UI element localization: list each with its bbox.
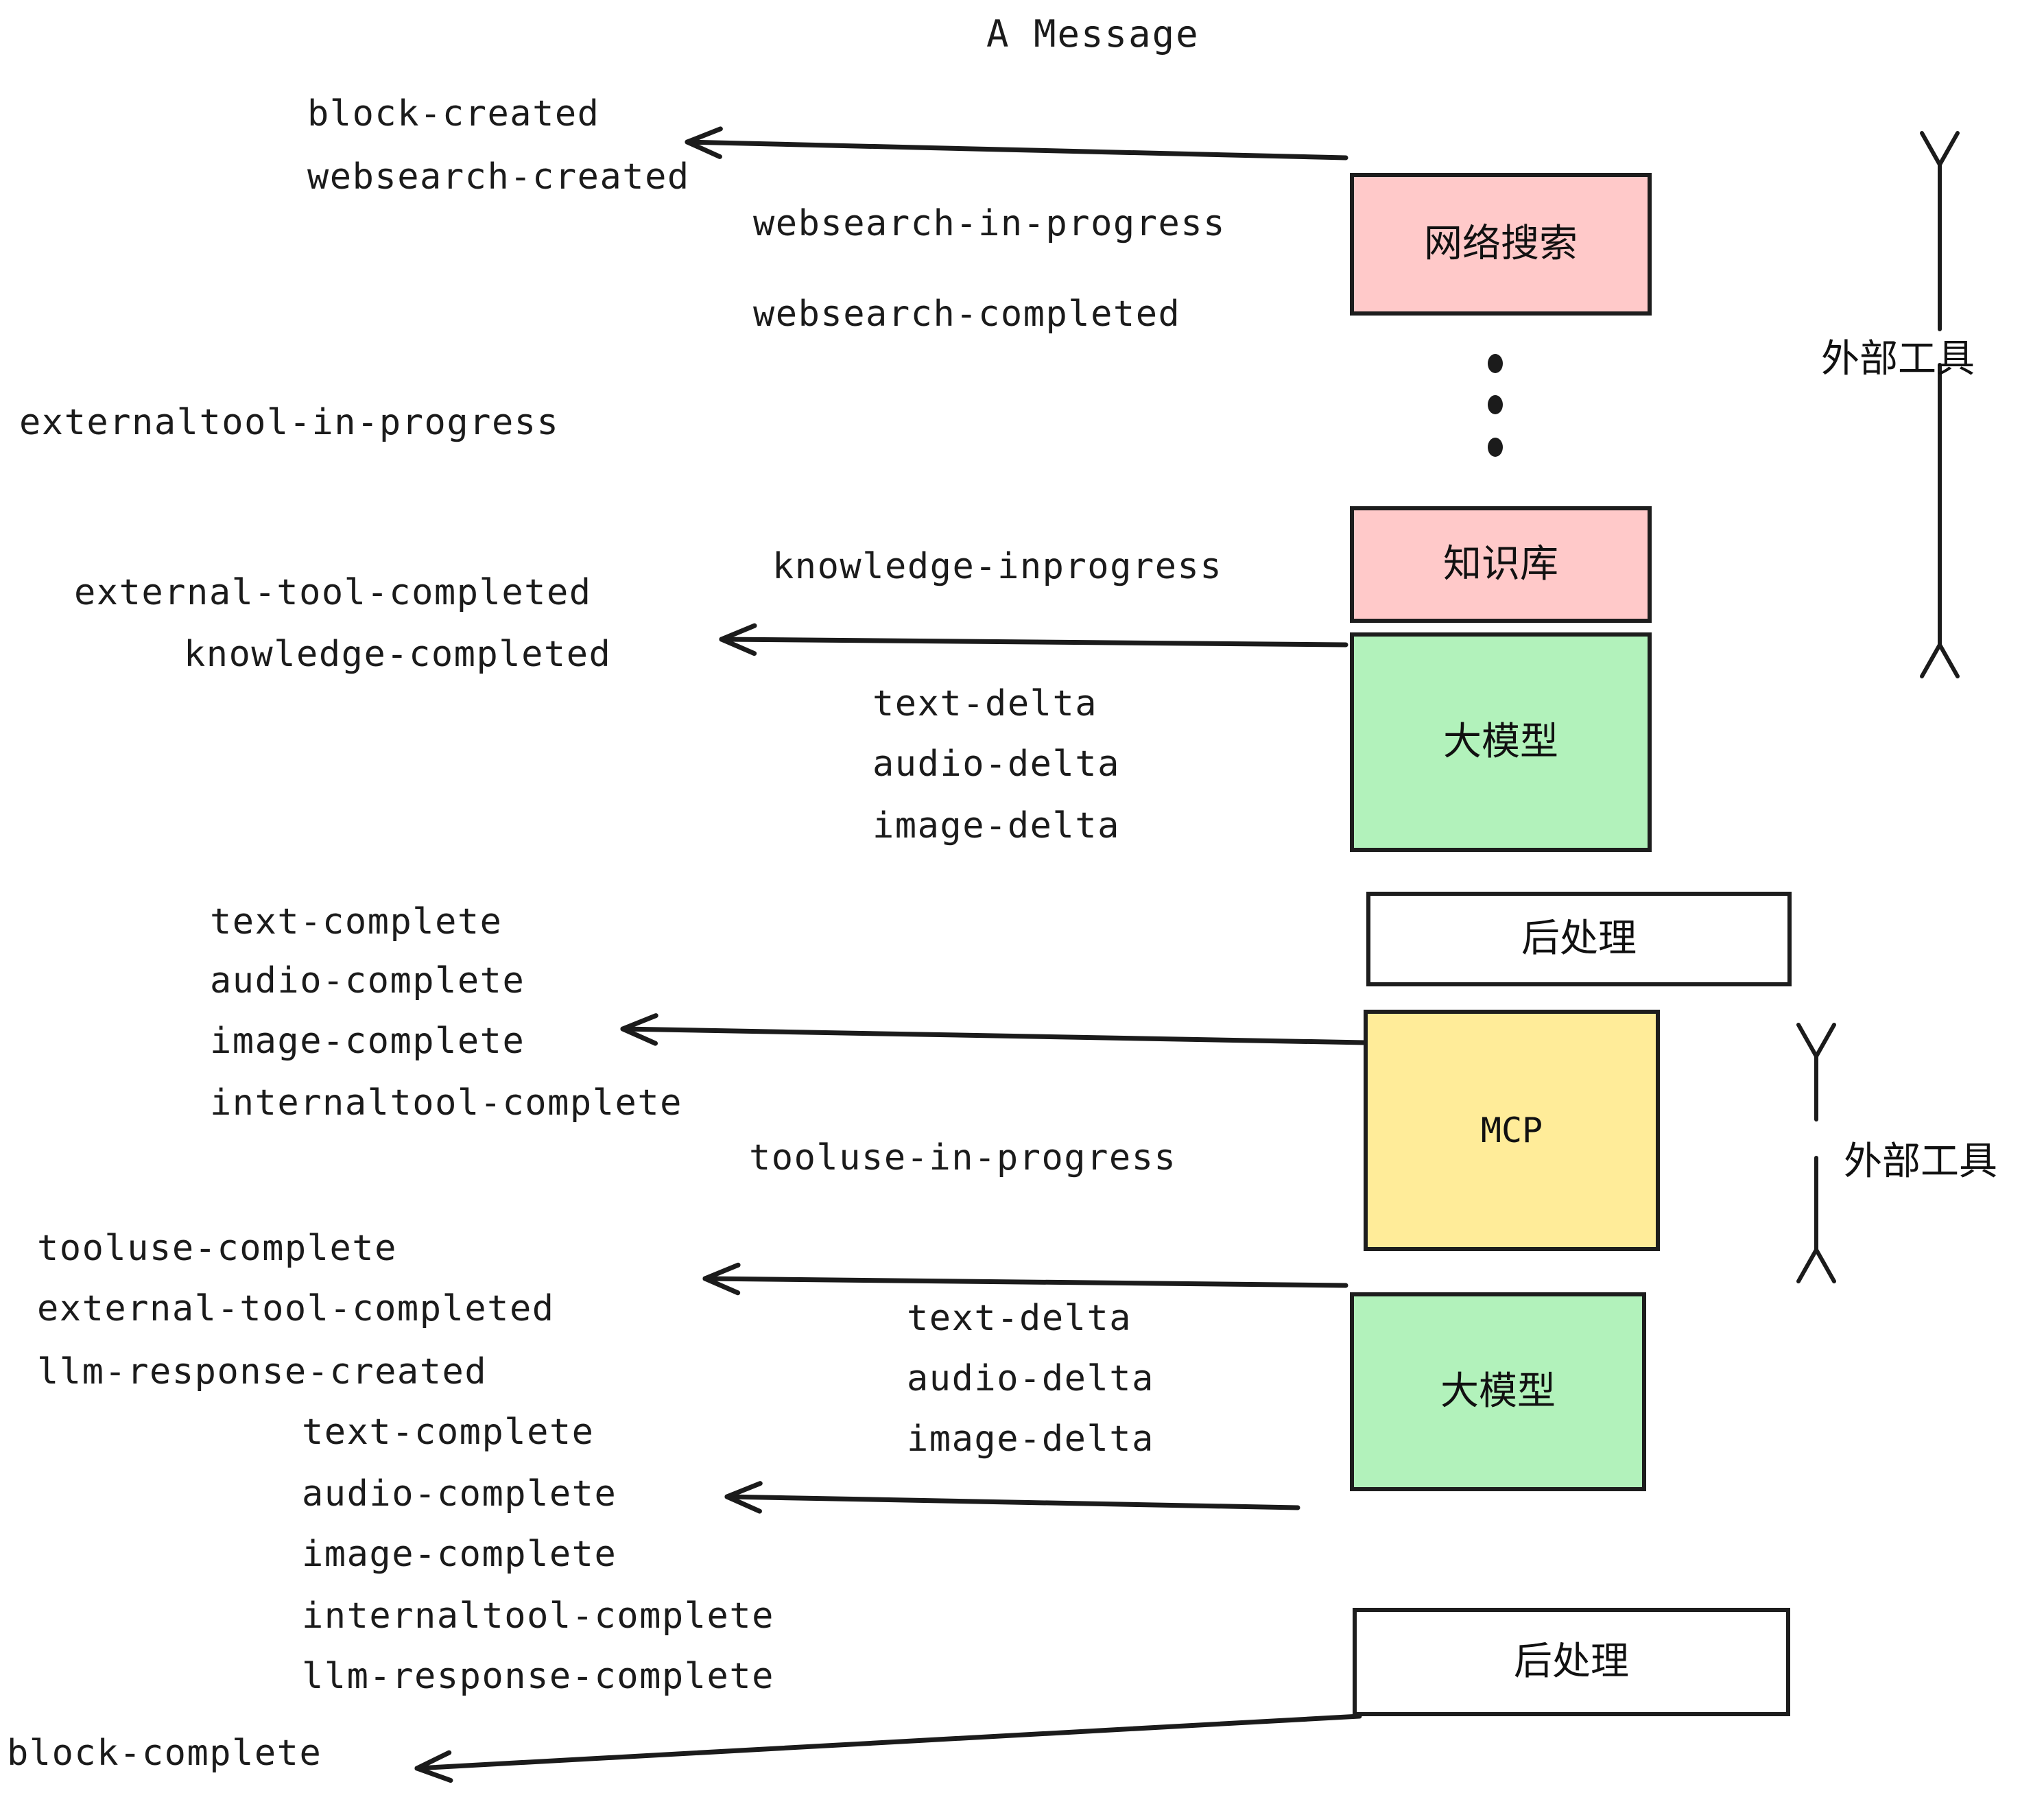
vertical-ellipsis-dot-1 (1488, 354, 1503, 373)
event-text-complete-2: text-complete (302, 1412, 595, 1453)
event-websearch-created: websearch-created (307, 156, 690, 198)
event-internaltool-complete-1: internaltool-complete (210, 1082, 682, 1124)
node-label-websearch: 网络搜索 (1424, 222, 1578, 266)
node-llm-1: 大模型 (1350, 632, 1652, 852)
external-tools-arrow-down-top (1920, 363, 1960, 678)
event-text-delta-2: text-delta (907, 1298, 1132, 1339)
external-tools-arrow-up-top (1920, 131, 1960, 331)
event-text-delta-1: text-delta (872, 683, 1098, 724)
event-block-complete: block-complete (7, 1733, 322, 1774)
event-tooluse-in-progress: tooluse-in-progress (749, 1137, 1177, 1178)
event-tooluse-complete: tooluse-complete (37, 1228, 397, 1269)
node-postprocess-1: 后处理 (1366, 892, 1792, 986)
arrow-websearch-to-blockcreated (685, 126, 1348, 161)
node-label-llm-2: 大模型 (1440, 1369, 1556, 1414)
event-image-delta-1: image-delta (872, 805, 1120, 846)
event-websearch-completed: websearch-completed (753, 294, 1181, 335)
event-image-delta-2: image-delta (907, 1419, 1154, 1460)
event-knowledge-inprogress: knowledge-inprogress (772, 546, 1223, 587)
event-externaltool-in-progress: externaltool-in-progress (19, 402, 560, 443)
arrow-postprocess1-to-imagecomplete (620, 1013, 1368, 1046)
event-llm-response-complete: llm-response-complete (302, 1656, 774, 1697)
event-websearch-in-progress: websearch-in-progress (753, 203, 1226, 244)
event-audio-delta-1: audio-delta (872, 744, 1120, 785)
event-audio-complete-1: audio-complete (210, 960, 525, 1001)
event-llm-response-created: llm-response-created (37, 1351, 488, 1392)
node-llm-2: 大模型 (1350, 1292, 1646, 1491)
node-label-llm-1: 大模型 (1443, 720, 1558, 764)
event-image-complete-1: image-complete (210, 1021, 525, 1062)
event-internaltool-complete-2: internaltool-complete (302, 1595, 774, 1637)
node-websearch: 网络搜索 (1350, 173, 1652, 316)
side-label-external-tools-bottom: 外部工具 (1844, 1139, 1997, 1184)
arrow-mcp-to-toolusecomplete (702, 1262, 1348, 1296)
event-block-created: block-created (307, 93, 600, 134)
arrow-knowledge-to-knowledgecompleted (719, 623, 1348, 656)
node-postprocess-2: 后处理 (1353, 1608, 1790, 1716)
page-title: A Message (986, 12, 1200, 56)
event-image-complete-2: image-complete (302, 1534, 617, 1575)
event-audio-delta-2: audio-delta (907, 1358, 1154, 1399)
node-mcp: MCP (1364, 1010, 1660, 1251)
vertical-ellipsis-dot-2 (1488, 395, 1503, 414)
node-knowledge: 知识库 (1350, 506, 1652, 623)
event-text-complete-1: text-complete (210, 901, 503, 942)
event-external-tool-completed-2: external-tool-completed (37, 1288, 555, 1329)
node-label-mcp: MCP (1480, 1111, 1543, 1150)
node-label-postprocess-1: 后处理 (1521, 916, 1637, 961)
side-label-external-tools-top: 外部工具 (1821, 337, 1975, 381)
event-knowledge-completed: knowledge-completed (184, 634, 612, 675)
event-audio-complete-2: audio-complete (302, 1473, 617, 1515)
external-tools-arrow-down-bottom (1796, 1156, 1836, 1283)
node-label-postprocess-2: 后处理 (1514, 1639, 1629, 1684)
arrow-llm2-to-audiocomplete (724, 1481, 1300, 1514)
event-external-tool-completed-1: external-tool-completed (74, 572, 592, 613)
node-label-knowledge: 知识库 (1443, 542, 1558, 586)
vertical-ellipsis-dot-3 (1488, 438, 1503, 457)
arrow-postprocess2-to-blockcomplete (414, 1713, 1362, 1783)
external-tools-arrow-up-bottom (1796, 1023, 1836, 1121)
